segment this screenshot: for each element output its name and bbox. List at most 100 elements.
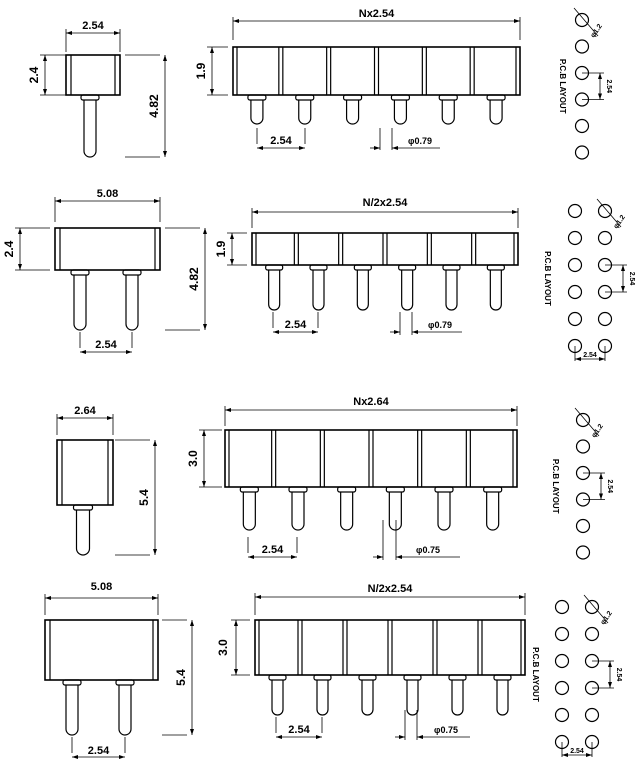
- pin-collar: [337, 486, 357, 493]
- arrowhead: [153, 549, 157, 555]
- side-pitch-label: 2.54: [88, 745, 110, 757]
- pcb-hole: [597, 311, 613, 327]
- arrowhead: [43, 89, 47, 95]
- arrowhead: [255, 595, 261, 599]
- pin-collar: [342, 94, 363, 101]
- front-body: [224, 429, 518, 488]
- arrowhead: [312, 330, 318, 334]
- pcb-hole: [574, 12, 590, 28]
- pcb-hole: [597, 230, 613, 246]
- pin-collar: [486, 94, 506, 101]
- pin-collar: [398, 264, 417, 271]
- pin: [437, 492, 451, 531]
- pin-collar: [385, 486, 405, 493]
- pin-collar: [295, 94, 315, 101]
- arrowhead: [374, 146, 380, 150]
- pin-collar: [268, 674, 287, 681]
- side-width-label: 5.08: [97, 188, 118, 200]
- side-total-height-label: 5.4: [174, 669, 188, 686]
- pcb-hole: [574, 145, 590, 160]
- arrowhead: [153, 440, 157, 446]
- pcb-hole: [554, 599, 570, 615]
- pin-collar: [80, 94, 100, 101]
- pin: [489, 270, 502, 311]
- pin: [312, 270, 325, 311]
- side-total-height-label: 4.82: [187, 267, 201, 291]
- arrowhead: [514, 19, 520, 23]
- arrowhead: [80, 350, 86, 354]
- arrowhead: [291, 555, 297, 559]
- front-pin-diameter-label: φ0.79: [408, 136, 432, 146]
- pin: [65, 685, 79, 736]
- pin: [388, 492, 402, 531]
- side-body: [44, 619, 159, 681]
- arrowhead: [575, 357, 581, 361]
- pcb-hole: [574, 39, 590, 54]
- pin-collar: [288, 486, 308, 493]
- pcb-hole: [554, 653, 570, 669]
- pcb-hole: [567, 311, 583, 327]
- pcb-hole: [584, 626, 600, 642]
- pcb-hole: [584, 707, 600, 723]
- pin-collar: [115, 679, 135, 686]
- pcb-layout-title: P.C.B LAYOUT: [531, 647, 540, 702]
- pcb-hole: [574, 118, 590, 134]
- pin-collar: [247, 94, 267, 101]
- pcb-hole-diameter-label: φ1.2: [590, 23, 604, 39]
- pin: [489, 100, 503, 125]
- pcb-pitch-label: 2.54: [606, 479, 613, 493]
- arrowhead: [57, 416, 63, 420]
- arrowhead: [190, 729, 194, 735]
- arrowhead: [234, 620, 238, 626]
- side-body-height-label: 2.4: [2, 240, 16, 257]
- pin-collar: [483, 486, 503, 493]
- side-body: [56, 439, 114, 506]
- front-body-height-label: 1.9: [214, 240, 228, 257]
- pin: [242, 492, 256, 531]
- side-body-height-label: 2.4: [27, 66, 41, 83]
- line: [596, 198, 622, 228]
- pcb-pitch-label: 2.54: [605, 79, 612, 93]
- arrowhead: [163, 151, 167, 157]
- line: [573, 7, 599, 37]
- arrowhead: [586, 753, 592, 757]
- arrowhead: [154, 199, 160, 203]
- side-pitch-label: 2.54: [95, 339, 117, 351]
- pin: [406, 680, 419, 716]
- arrowhead: [225, 408, 231, 412]
- pin-collar: [358, 674, 377, 681]
- arrowhead: [399, 735, 405, 739]
- pin-collar: [70, 269, 90, 276]
- front-pin-diameter-label: φ0.79: [428, 320, 452, 330]
- side-width-label: 2.64: [74, 405, 96, 417]
- front-length-label: N/2x2.54: [368, 583, 414, 595]
- side-total-height-label: 5.4: [137, 489, 151, 506]
- pin: [298, 100, 312, 125]
- pcb-hole: [567, 284, 583, 300]
- arrowhead: [202, 481, 206, 487]
- pcb-hole: [575, 518, 591, 534]
- pcb-layout-title: P.C.B LAYOUT: [543, 251, 552, 306]
- front-body: [251, 232, 519, 266]
- arrowhead: [55, 199, 61, 203]
- arrowhead: [412, 330, 418, 334]
- pcb-hole: [575, 545, 591, 560]
- arrowhead: [210, 47, 214, 53]
- pin: [75, 510, 91, 556]
- arrowhead: [621, 265, 625, 271]
- arrowhead: [252, 210, 258, 214]
- pin-collar: [353, 264, 372, 271]
- side-width-label: 2.54: [82, 20, 104, 32]
- pcb-hole: [584, 599, 600, 615]
- arrowhead: [562, 753, 568, 757]
- pin: [401, 270, 414, 311]
- arrowhead: [210, 89, 214, 95]
- pin-collar: [62, 679, 82, 686]
- arrowhead: [190, 620, 194, 626]
- pin: [445, 270, 458, 311]
- pin: [271, 680, 284, 716]
